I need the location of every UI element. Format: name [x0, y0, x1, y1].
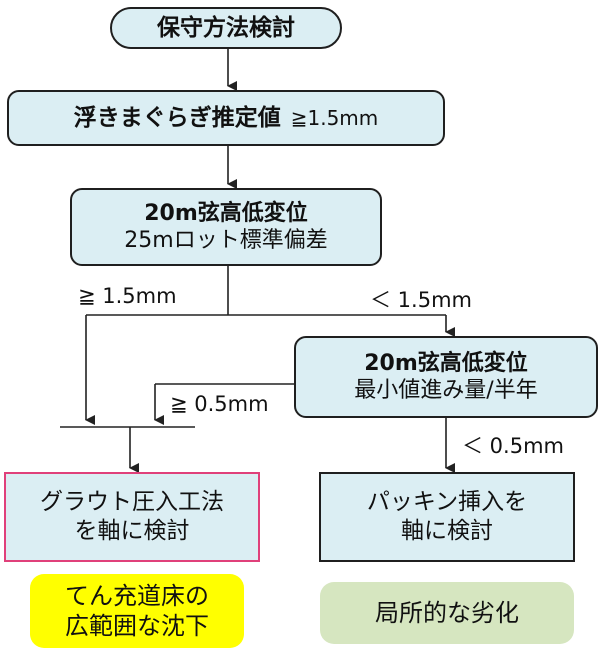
deviation-node-2-title: 20m弦高低変位 [364, 350, 528, 376]
wide-settlement-line2: 広範囲な沈下 [65, 612, 209, 640]
float-node: 浮きまぐらぎ推定値 ≧1.5mm [7, 90, 445, 146]
wide-settlement-tag: てん充道床の 広範囲な沈下 [30, 574, 244, 648]
edge-label-ge-0-5: ≧ 0.5mm [170, 392, 269, 416]
start-node: 保守方法検討 [110, 7, 342, 49]
deviation-node-1: 20m弦高低変位 25mロット標準偏差 [70, 188, 382, 266]
wide-settlement-line1: てん充道床の [65, 582, 209, 610]
packing-method-line1: パッキン挿入を [366, 489, 528, 516]
deviation-node-2-subtitle: 最小値進み量/半年 [354, 378, 538, 403]
edge-label-lt-1-5: ＜ 1.5mm [370, 288, 472, 312]
deviation-node-2: 20m弦高低変位 最小値進み量/半年 [294, 336, 598, 418]
local-deterioration-label: 局所的な劣化 [375, 599, 519, 627]
deviation-node-1-title: 20m弦高低変位 [144, 200, 308, 226]
grout-method-line1: グラウト圧入工法 [40, 489, 224, 516]
packing-method-node: パッキン挿入を 軸に検討 [319, 472, 575, 562]
float-node-condition: ≧1.5mm [290, 105, 379, 130]
grout-method-line2: を軸に検討 [74, 518, 190, 544]
grout-method-node: グラウト圧入工法 を軸に検討 [4, 472, 260, 562]
edge-label-ge-1-5: ≧ 1.5mm [78, 284, 177, 308]
float-node-label: 浮きまぐらぎ推定値 [73, 104, 281, 131]
packing-method-line2: 軸に検討 [401, 518, 493, 544]
local-deterioration-tag: 局所的な劣化 [320, 582, 574, 644]
edge-label-lt-0-5: ＜ 0.5mm [462, 434, 564, 458]
start-node-label: 保守方法検討 [157, 14, 295, 41]
deviation-node-1-subtitle: 25mロット標準偏差 [124, 228, 328, 253]
